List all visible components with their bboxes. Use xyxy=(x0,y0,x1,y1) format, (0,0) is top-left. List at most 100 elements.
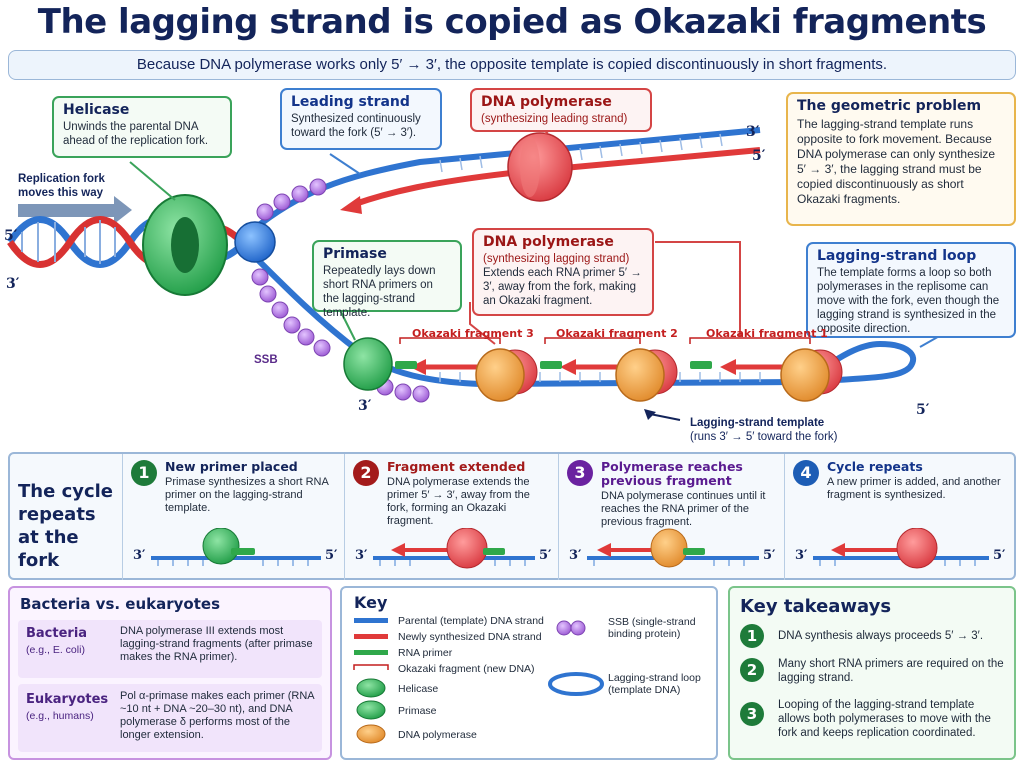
cycle-step-1-title: New primer placed xyxy=(165,459,298,474)
fragment-brackets xyxy=(399,337,811,344)
bacteria-row-text: DNA polymerase III extends most lagging-… xyxy=(120,625,313,663)
cycle-step-4-end3: 3′ xyxy=(795,548,808,563)
lagging-template-label: Lagging-strand template (runs 3′ → 5′ to… xyxy=(690,416,837,444)
primase-callout-title: Primase xyxy=(323,246,387,262)
cycle-step-1-end3: 3′ xyxy=(133,548,146,563)
leading-strand-callout-title: Leading strand xyxy=(291,94,410,110)
cycle-step-2: 2 Fragment extended DNA polymerase exten… xyxy=(344,454,558,580)
subtitle-banner: Because DNA polymerase works only 5′ → 3… xyxy=(8,50,1016,80)
key-swatch-okazaki xyxy=(353,664,389,670)
cycle-step-3-text: DNA polymerase continues until it reache… xyxy=(601,490,766,528)
okazaki-fragment-1-label: Okazaki fragment 1 xyxy=(706,327,828,340)
eukaryotes-row-text: Pol α-primase makes each primer (RNA ~10… xyxy=(120,690,315,741)
key-item-new-strand: Newly synthesized DNA strand xyxy=(398,631,542,643)
cycle-step-3-title: Polymerase reaches previous fragment xyxy=(601,459,743,488)
cycle-step-2-number: 2 xyxy=(353,460,379,486)
eukaryotes-row: Eukaryotes (e.g., humans) Pol α-primase … xyxy=(18,684,322,752)
helicase-callout-text: Unwinds the parental DNA ahead of the re… xyxy=(63,121,209,147)
eukaryotes-row-example: (e.g., humans) xyxy=(26,710,94,722)
key-item-template: Parental (template) DNA strand xyxy=(398,615,544,627)
cycle-step-2-end5: 5′ xyxy=(539,548,552,563)
leading-new-strand xyxy=(354,147,761,207)
cycle-step-1-end5: 5′ xyxy=(325,548,338,563)
end-label-right-top: 3′ xyxy=(746,124,760,140)
takeaway-1-text: DNA synthesis always proceeds 5′ → 3′. xyxy=(778,630,984,642)
rna-primers xyxy=(395,361,712,369)
leading-polymerase-callout-sub: (synthesizing leading strand) xyxy=(481,113,628,125)
lagging-polymerase-callout-sub: (synthesizing lagging strand) xyxy=(483,253,630,265)
geometric-problem-callout: The geometric problem The lagging-strand… xyxy=(786,92,1016,226)
takeaway-3-number: 3 xyxy=(740,702,764,726)
eukaryotes-row-name: Eukaryotes xyxy=(26,692,109,707)
takeaway-1-number: 1 xyxy=(740,624,764,648)
cycle-step-3-illustration xyxy=(587,528,759,568)
end-label-lagging-5: 5′ xyxy=(916,402,930,418)
helicase-callout-title: Helicase xyxy=(63,102,130,118)
key-item-primase: Primase xyxy=(398,705,437,717)
key-title: Key xyxy=(354,593,388,612)
key-item-okazaki: Okazaki fragment (new DNA) xyxy=(398,663,535,675)
leading-polymerase-callout: DNA polymerase (synthesizing leading str… xyxy=(470,88,652,132)
end-label-lagging-3: 3′ xyxy=(358,398,372,414)
cycle-step-2-text: DNA polymerase extends the primer 5′ → 3… xyxy=(387,476,530,527)
cycle-step-3-number: 3 xyxy=(567,460,593,486)
key-panel: Key Parental (template) DNA strand Newly… xyxy=(340,586,718,760)
key-takeaways-panel: Key takeaways 1 DNA synthesis always pro… xyxy=(728,586,1016,760)
geometric-problem-title: The geometric problem xyxy=(797,98,982,114)
leading-strand-callout-text: Synthesized continuously toward the fork… xyxy=(291,113,421,139)
leading-base-ticks xyxy=(439,133,723,173)
key-item-primer: RNA primer xyxy=(398,647,453,659)
key-item-polymerase: DNA polymerase xyxy=(398,729,477,741)
bacteria-panel-title: Bacteria vs. eukaryotes xyxy=(20,595,221,613)
key-swatch-helicase xyxy=(356,678,386,698)
cycle-step-4-illustration xyxy=(813,528,989,569)
takeaway-2-number: 2 xyxy=(740,658,764,682)
key-swatch-primase xyxy=(356,700,386,720)
cycle-step-4-title: Cycle repeats xyxy=(827,459,923,474)
cycle-step-4-number: 4 xyxy=(793,460,819,486)
primase-callout: Primase Repeatedly lays down short RNA p… xyxy=(312,240,462,319)
ssb-proteins xyxy=(251,178,430,403)
replication-fork-diagram xyxy=(7,119,951,421)
lagging-loop-callout-title: Lagging-strand loop xyxy=(817,248,977,264)
cycle-title: The cycle repeats at the fork xyxy=(18,481,114,571)
leading-strand-callout: Leading strand Synthesized continuously … xyxy=(280,88,442,150)
fork-junction-protein xyxy=(234,221,276,263)
key-swatches xyxy=(353,618,604,744)
cycle-step-3-end5: 5′ xyxy=(763,548,776,563)
cycle-step-1: 1 New primer placed Primase synthesizes … xyxy=(122,454,344,580)
bacteria-row: Bacteria (e.g., E. coli) DNA polymerase … xyxy=(18,620,322,678)
end-label-right-mid: 5′ xyxy=(752,148,766,164)
end-label-left-top: 5′ xyxy=(4,228,18,244)
cycle-step-1-text: Primase synthesizes a short RNA primer o… xyxy=(165,476,329,514)
key-swatch-polymerase xyxy=(356,724,386,744)
cycle-step-4-text: A new primer is added, and another fragm… xyxy=(827,476,1001,501)
key-swatch-new-strand xyxy=(354,634,388,639)
lagging-base-ticks xyxy=(439,372,761,382)
cycle-step-2-end3: 3′ xyxy=(355,548,368,563)
cycle-step-1-number: 1 xyxy=(131,460,157,486)
key-item-loop: Lagging-strand loop (template DNA) xyxy=(608,672,701,696)
ssb-label: SSB xyxy=(254,354,278,366)
cycle-panel: The cycle repeats at the fork 1 New prim… xyxy=(8,452,1016,580)
leading-polymerase xyxy=(507,132,573,202)
takeaways-title: Key takeaways xyxy=(740,596,892,617)
leading-polymerase-callout-title: DNA polymerase xyxy=(481,94,612,110)
lagging-template-title: Lagging-strand template xyxy=(690,417,825,429)
helicase-callout: Helicase Unwinds the parental DNA ahead … xyxy=(52,96,232,158)
cycle-step-3-end3: 3′ xyxy=(569,548,582,563)
lagging-loop-callout: Lagging-strand loop The template forms a… xyxy=(806,242,1016,338)
end-label-left-bottom: 3′ xyxy=(6,276,20,292)
cycle-step-2-illustration xyxy=(373,528,535,569)
key-swatch-ssb-2 xyxy=(570,620,586,636)
bacteria-row-example: (e.g., E. coli) xyxy=(26,644,85,656)
key-item-ssb: SSB (single-strand binding protein) xyxy=(608,616,696,640)
primase-protein xyxy=(343,337,393,391)
bacteria-row-name: Bacteria xyxy=(26,626,88,641)
cycle-step-2-title: Fragment extended xyxy=(387,459,526,474)
key-item-helicase: Helicase xyxy=(398,683,439,695)
cycle-step-3: 3 Polymerase reaches previous fragment D… xyxy=(558,454,784,580)
bacteria-vs-eukaryotes-panel: Bacteria vs. eukaryotes Bacteria (e.g., … xyxy=(8,586,332,760)
lagging-polymerase-callout: DNA polymerase (synthesizing lagging str… xyxy=(472,228,654,316)
fork-direction-arrow xyxy=(18,196,132,224)
